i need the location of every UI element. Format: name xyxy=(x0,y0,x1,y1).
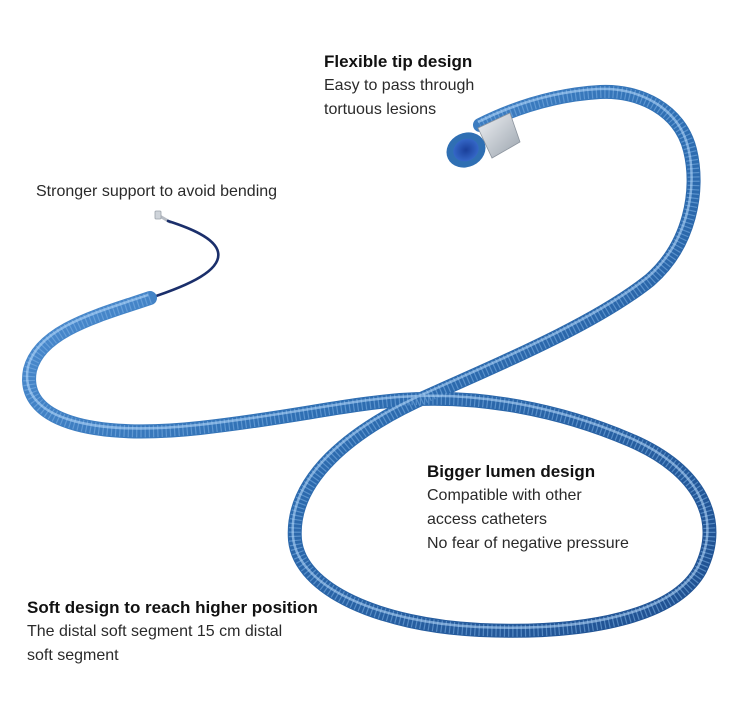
callout-flexible-tip: Flexible tip design Easy to pass through… xyxy=(324,50,474,122)
callout-soft: Soft design to reach higher position The… xyxy=(27,596,318,668)
lumen-line-3: No fear of negative pressure xyxy=(427,535,629,552)
callout-support: Stronger support to avoid bending xyxy=(36,180,277,204)
flexible-tip-line-1: Easy to pass through xyxy=(324,77,475,94)
catheter-body xyxy=(22,84,717,638)
lumen-heading: Bigger lumen design xyxy=(427,462,596,481)
proximal-shaft xyxy=(148,219,220,300)
distal-tip xyxy=(446,112,521,168)
soft-heading: Soft design to reach higher position xyxy=(27,598,318,617)
lumen-line-2: access catheters xyxy=(427,511,548,528)
lumen-line-1: Compatible with other xyxy=(427,487,582,504)
callout-lumen: Bigger lumen design Compatible with othe… xyxy=(427,460,629,556)
support-line-1: Stronger support to avoid bending xyxy=(36,183,278,200)
soft-line-2: soft segment xyxy=(27,647,119,664)
soft-line-1: The distal soft segment 15 cm distal xyxy=(27,623,283,640)
flexible-tip-line-2: tortuous lesions xyxy=(324,101,437,118)
flexible-tip-heading: Flexible tip design xyxy=(324,52,473,71)
